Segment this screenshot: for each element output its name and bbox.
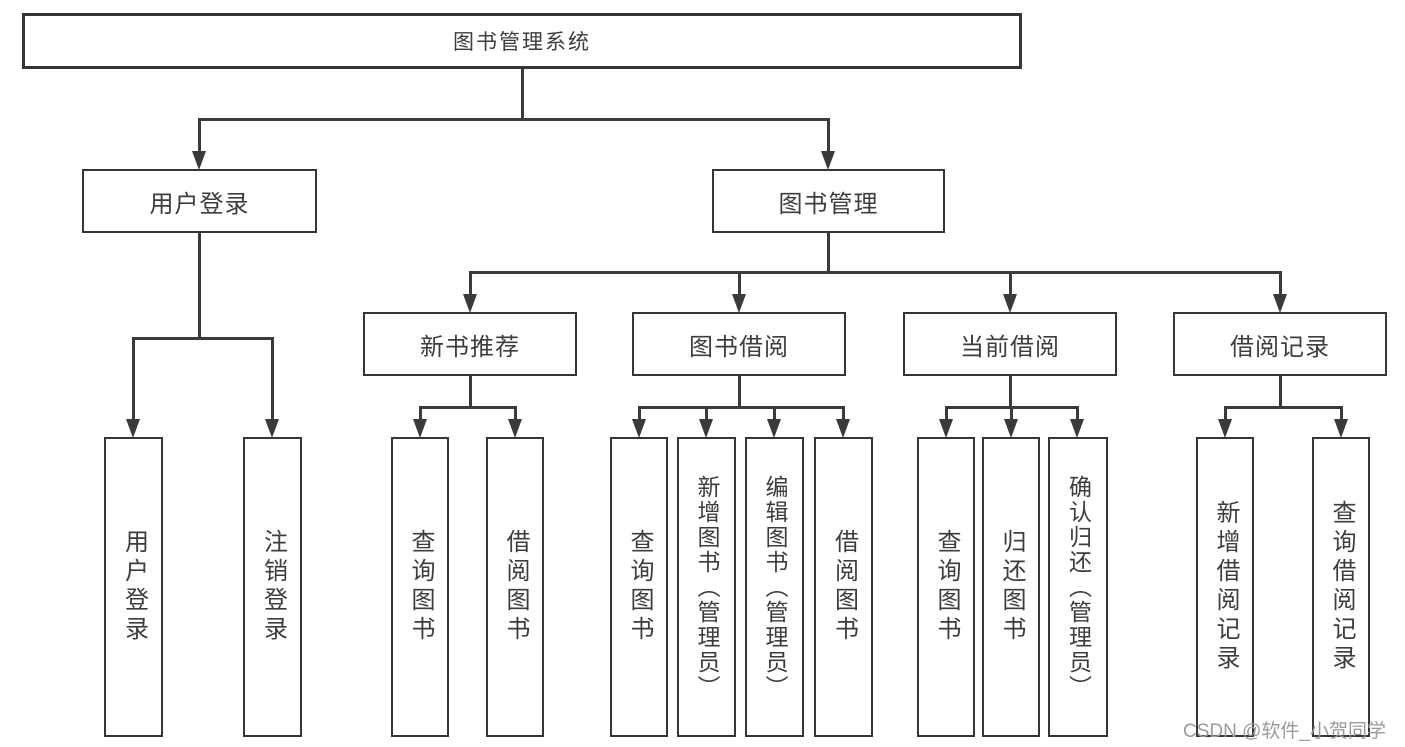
node-book-borrowing: 图书借阅 [632,312,846,376]
connector-line [704,406,708,423]
arrow-down-icon [698,419,713,438]
leaf-logout: 注销登录 [243,437,302,737]
connector-line [637,406,641,423]
connector-line [418,406,517,409]
leaf-query-books-current: 查询图书 [917,437,975,737]
connector-line [1223,406,1343,409]
leaf-query-borrow-record: 查询借阅记录 [1312,437,1370,737]
arrow-down-icon [1002,294,1017,313]
connector-line [1278,271,1282,298]
arrow-down-icon [1069,419,1084,438]
connector-line [1075,406,1079,423]
node-new-book-recommendation: 新书推荐 [363,312,577,376]
arrow-down-icon [821,151,835,170]
connector-line [520,69,524,121]
arrow-down-icon [1272,294,1287,313]
connector-line [468,271,1282,274]
leaf-borrow-books-borrowing: 借阅图书 [814,437,873,737]
arrow-down-icon [265,419,279,438]
node-book-management: 图书管理 [712,169,945,233]
connector-line [197,233,201,337]
connector-line [468,376,472,406]
connector-line [132,337,274,340]
connector-line [513,406,517,423]
leaf-add-book-admin: 新增图书（管理员） [677,437,736,737]
connector-line [418,406,422,423]
connector-line [637,406,845,409]
connector-line [737,271,741,298]
leaf-edit-book-admin: 编辑图书（管理员） [745,437,804,737]
connector-line [772,406,776,423]
connector-line [468,271,472,298]
arrow-down-icon [1333,419,1348,438]
leaf-add-borrow-record: 新增借阅记录 [1196,437,1254,737]
arrow-down-icon [507,419,522,438]
connector-line [1339,406,1343,423]
connector-line [1278,376,1282,406]
arrow-down-icon [412,419,427,438]
node-borrowing-records: 借阅记录 [1173,312,1387,376]
watermark-text: CSDN @软件_小贺同学 [1183,721,1386,742]
connector-line [197,118,830,121]
leaf-return-books: 归还图书 [982,437,1040,737]
connector-line [827,233,830,271]
leaf-user-login: 用户登录 [104,437,163,737]
connector-line [1008,271,1012,298]
leaf-query-books-borrowing: 查询图书 [610,437,668,737]
leaf-confirm-return-admin: 确认归还（管理员） [1048,437,1108,737]
leaf-borrow-books-recommend: 借阅图书 [486,437,544,737]
arrow-down-icon [1003,419,1018,438]
node-library-management-system: 图书管理系统 [22,13,1022,69]
connector-line [1008,376,1012,406]
connector-line [1223,406,1227,423]
connector-line [271,337,274,423]
arrow-down-icon [631,419,646,438]
arrow-down-icon [191,151,206,170]
arrow-down-icon [766,419,781,438]
node-current-borrowing: 当前借阅 [903,312,1117,376]
arrow-down-icon [938,419,953,438]
leaf-query-books-recommend: 查询图书 [391,437,449,737]
node-user-login: 用户登录 [82,169,317,233]
connector-line [197,118,201,155]
arrow-down-icon [126,419,140,438]
connector-line [1009,406,1013,423]
arrow-down-icon [731,294,746,313]
arrow-down-icon [835,419,850,438]
arrow-down-icon [462,294,477,313]
arrow-down-icon [1217,419,1232,438]
connector-line [827,118,830,155]
connector-line [132,337,135,423]
connector-line [737,376,741,406]
connector-line [944,406,948,423]
connector-line [841,406,845,423]
